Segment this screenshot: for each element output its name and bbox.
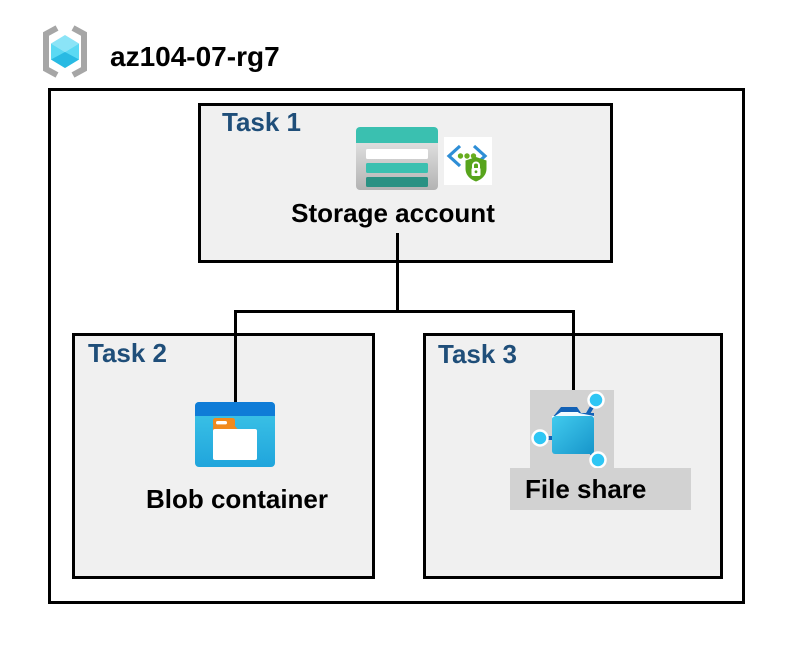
secure-access-icon bbox=[444, 137, 492, 185]
connector-horizontal bbox=[234, 310, 575, 313]
connector-storage-stub bbox=[396, 233, 399, 312]
file-share-graphic bbox=[531, 391, 607, 469]
resource-group-name: az104-07-rg7 bbox=[110, 41, 280, 72]
resource-group-cube-graphic bbox=[43, 25, 87, 78]
resource-group-icon bbox=[38, 23, 92, 80]
secure-access-graphic bbox=[446, 144, 488, 182]
file-share-label: File share bbox=[525, 474, 647, 504]
task1-label: Task 1 bbox=[222, 107, 302, 137]
file-share-label-box: File share bbox=[510, 468, 691, 510]
file-share-icon bbox=[530, 390, 614, 470]
blob-container-graphic bbox=[195, 402, 275, 467]
task3-label: Task 3 bbox=[438, 339, 518, 369]
storage-account-icon bbox=[356, 127, 438, 190]
blob-container-icon bbox=[195, 402, 275, 467]
blob-container-label: Blob container bbox=[145, 484, 328, 514]
task2-label: Task 2 bbox=[88, 338, 168, 368]
connector-to-file-share bbox=[572, 310, 575, 402]
storage-account-graphic bbox=[356, 127, 438, 190]
connector-to-blob-container bbox=[234, 310, 237, 404]
storage-account-label: Storage account bbox=[291, 198, 495, 228]
